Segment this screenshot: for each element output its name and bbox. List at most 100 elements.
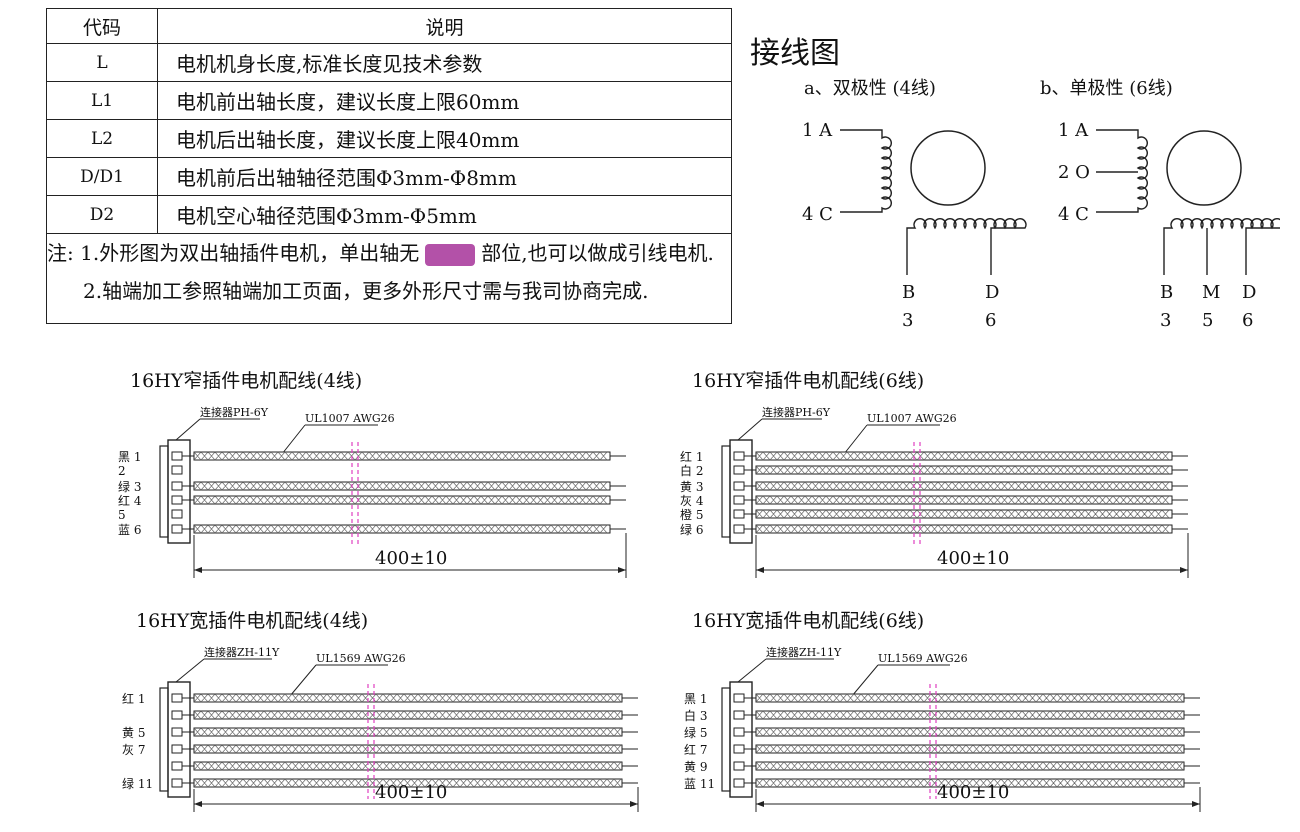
- length-label: 400±10: [937, 548, 1009, 569]
- wire-leader: [843, 424, 940, 455]
- wire-braid: [755, 524, 1170, 534]
- pin-slot: [733, 778, 745, 788]
- wire-braid: [193, 693, 622, 703]
- pin-label: 蓝 11: [684, 777, 715, 791]
- unipolar-title: b、单极性 (6线): [1040, 78, 1173, 99]
- pin-slot: [733, 744, 745, 754]
- pin-label: 黑 1: [118, 450, 141, 464]
- row-desc: 电机空心轴径范围Φ3mm-Φ5mm: [157, 195, 732, 234]
- bipolar-label-4c: 4 C: [802, 204, 833, 225]
- pin-slot: [171, 451, 183, 461]
- row-code: L2: [46, 119, 158, 158]
- wire-spec-label: UL1007 AWG26: [305, 412, 395, 425]
- pin-slot: [171, 744, 183, 754]
- shaft-swatch: [425, 243, 476, 266]
- pin-slot: [733, 509, 745, 519]
- connector-label: 连接器PH-6Y: [762, 406, 831, 419]
- pin-slot: [733, 481, 745, 491]
- pin-slot: [171, 509, 183, 519]
- row-desc: 电机前后出轴轴径范围Φ3mm-Φ8mm: [157, 157, 732, 196]
- wire-braid: [755, 727, 1184, 737]
- wire-braid: [193, 710, 622, 720]
- pin-slot: [733, 710, 745, 720]
- pin-label: 红 1: [122, 691, 145, 706]
- pin-label: 绿 11: [122, 776, 153, 791]
- wire-braid: [755, 495, 1170, 505]
- pin-slot: [171, 727, 183, 737]
- row-desc: 电机前出轴长度，建议长度上限60mm: [157, 81, 732, 120]
- pin-slot: [733, 524, 745, 534]
- wire-braid: [755, 465, 1170, 475]
- unipolar-label-b: B: [1160, 282, 1173, 303]
- wire-braid: [755, 744, 1184, 754]
- pin-slot: [171, 761, 183, 771]
- wire-braid: [193, 727, 622, 737]
- row-desc: 电机后出轴长度，建议长度上限40mm: [157, 119, 732, 158]
- wire-spec-label: UL1569 AWG26: [316, 652, 406, 665]
- connector-body: [729, 439, 753, 544]
- bipolar-label-1a: 1 A: [802, 120, 833, 141]
- pin-label: 黄 9: [684, 760, 707, 774]
- connector-body: [729, 681, 753, 798]
- notes: 注: 1.外形图为双出轴插件电机，单出轴无 部位,也可以做成引线电机. 2.轴端加…: [46, 233, 732, 324]
- wire-spec-label: UL1007 AWG26: [867, 412, 957, 425]
- wire-leader: [851, 664, 950, 697]
- length-label: 400±10: [375, 782, 447, 803]
- bipolar-label-b: B: [902, 282, 915, 303]
- wiring-diagrams: a、双极性 (4线) 1 A 4 C B D 3 6 b、单极性 (6线) 1 …: [802, 78, 1280, 331]
- pin-label: 红 1: [680, 449, 703, 464]
- unipolar-coil-horizontal: [1163, 218, 1280, 275]
- unipolar-rotor: [1166, 130, 1242, 206]
- length-label: 400±10: [375, 548, 447, 569]
- unipolar-label-1a: 1 A: [1058, 120, 1089, 141]
- harness-title: 16HY宽插件电机配线(4线): [136, 610, 369, 632]
- pin-slot: [733, 451, 745, 461]
- wire-braid: [193, 524, 608, 534]
- pin-label: 绿 6: [680, 522, 703, 537]
- wire-braid: [755, 481, 1170, 491]
- connector-label: 连接器ZH-11Y: [766, 646, 842, 659]
- bipolar-coil-horizontal: [906, 218, 1027, 275]
- wiring-title: 接线图: [750, 36, 840, 71]
- bipolar-title: a、双极性 (4线): [804, 78, 936, 99]
- unipolar-coil-vertical: [1096, 129, 1148, 213]
- harness-title: 16HY窄插件电机配线(4线): [130, 370, 363, 392]
- pin-label: 绿 3: [118, 479, 141, 494]
- note-2: 2.轴端加工参照轴端加工页面，更多外形尺寸需与我司协商完成.: [83, 279, 649, 303]
- row-code: L1: [46, 81, 158, 120]
- unipolar-label-2o: 2 O: [1058, 162, 1090, 183]
- harness-title: 16HY窄插件电机配线(6线): [692, 370, 925, 392]
- note-1a: 1.外形图为双出轴插件电机，单出轴无: [80, 241, 420, 265]
- table-row: D/D1 电机前后出轴轴径范围Φ3mm-Φ8mm: [46, 157, 732, 196]
- wire-leader: [289, 664, 388, 697]
- pin-slot: [171, 481, 183, 491]
- pin-slot: [171, 465, 183, 475]
- wire-spec-label: UL1569 AWG26: [878, 652, 968, 665]
- wire-braid: [755, 778, 1184, 788]
- connector-latch: [159, 445, 169, 538]
- unipolar-label-4c: 4 C: [1058, 204, 1089, 225]
- wire-braid: [193, 495, 608, 505]
- bipolar-label-d: D: [985, 282, 999, 303]
- wire-braid: [193, 451, 608, 461]
- unipolar-label-m: M: [1202, 282, 1220, 303]
- connector-leader: [175, 418, 260, 441]
- wire-leader: [281, 424, 378, 455]
- pin-label: 红 4: [118, 493, 142, 508]
- note-prefix: 注:: [47, 241, 74, 265]
- pin-label: 灰 7: [122, 743, 145, 757]
- header-code: 代码: [46, 8, 158, 44]
- pin-slot: [171, 524, 183, 534]
- note-1b: 部位,也可以做成引线电机.: [481, 241, 714, 265]
- unipolar-label-d: D: [1242, 282, 1256, 303]
- pin-label: 绿 5: [684, 725, 707, 740]
- wire-braid: [755, 451, 1170, 461]
- pin-label: 黄 3: [680, 480, 703, 494]
- table-row: L 电机机身长度,标准长度见技术参数: [46, 43, 732, 82]
- connector-body: [167, 439, 191, 544]
- pin-slot: [733, 495, 745, 505]
- connector-latch: [721, 445, 731, 538]
